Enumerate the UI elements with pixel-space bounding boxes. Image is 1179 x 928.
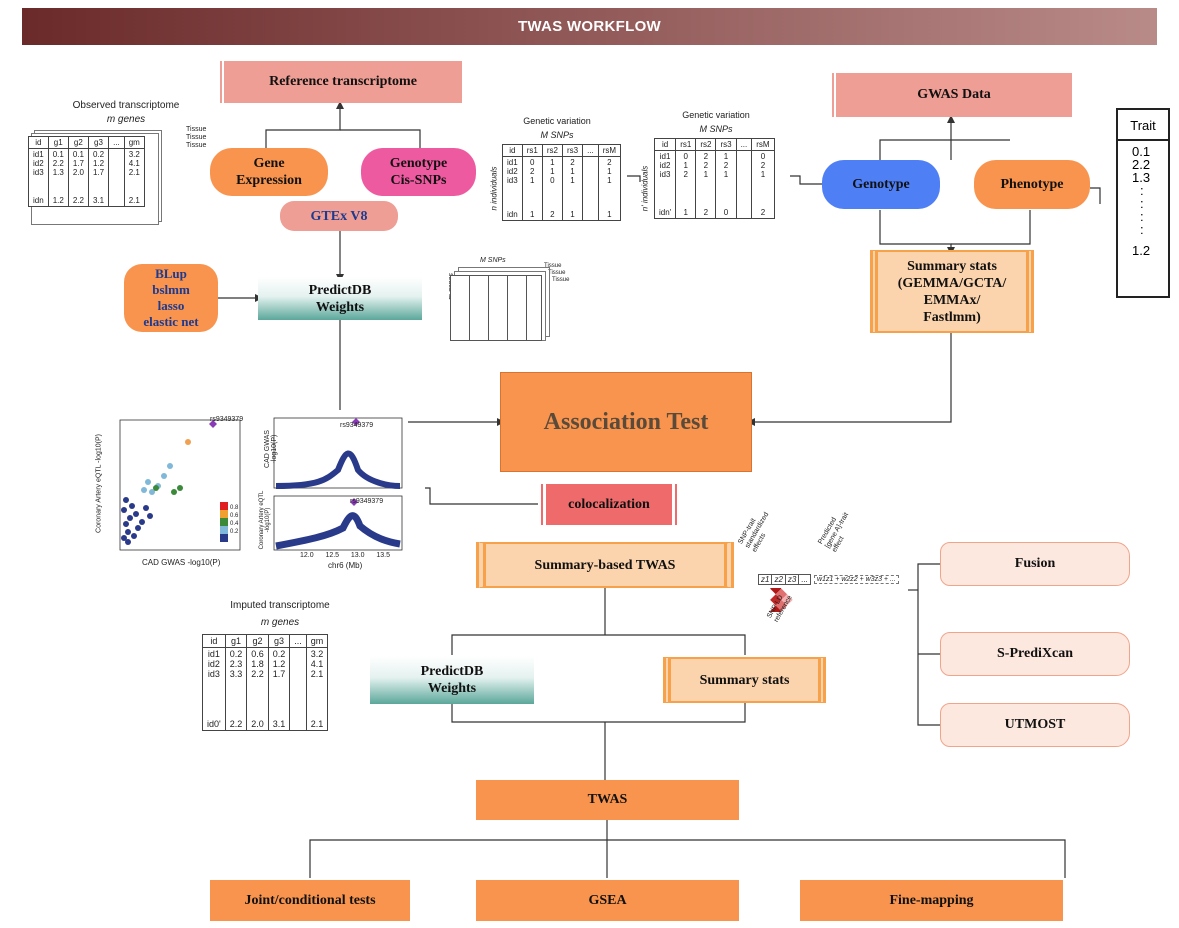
imputed-title: Imputed transcriptome xyxy=(230,600,330,611)
gwas-locus-points xyxy=(275,450,401,489)
joint-conditional-tests-box: Joint/conditional tests xyxy=(210,880,410,921)
gwas-frame xyxy=(273,417,403,489)
gwas-snp-label: rs9349379 xyxy=(340,422,374,429)
imputed-sub: m genes xyxy=(260,617,300,628)
coloc-plot-svg xyxy=(119,417,403,551)
scatter-points-mid xyxy=(141,463,173,495)
workflow-banner: TWAS WORKFLOW xyxy=(22,8,1157,45)
sumstat-formula: w1z1 + w2z2 + w3z3 + ... xyxy=(814,575,899,584)
gv-left-title: Genetic variation xyxy=(523,116,591,126)
phenotype-node: Phenotype xyxy=(974,160,1090,209)
lead-snp-marker xyxy=(209,420,217,428)
observed-title: Observed transcriptome xyxy=(72,100,180,111)
eqtl-lead-marker xyxy=(350,498,358,506)
fusion-node: Fusion xyxy=(940,542,1130,586)
scatter-points xyxy=(121,497,153,545)
sumstat-figure: SNP-trait standardized effects Predicted… xyxy=(737,511,908,646)
gv-left-sub: M SNPs xyxy=(540,130,574,140)
gene-expression-node: Gene Expression xyxy=(210,148,328,196)
trait-header: Trait xyxy=(1118,110,1168,141)
eqtl-snp-label: rs9349379 xyxy=(350,498,384,505)
observed-sub: m genes xyxy=(106,114,146,125)
genetic-variation-right: Genetic variation M SNPs n' individuals … xyxy=(640,108,790,238)
scatter-points-high xyxy=(153,485,183,495)
gwas-lead-marker xyxy=(352,418,360,426)
banner-title: TWAS WORKFLOW xyxy=(517,18,662,35)
scatter-point-orange xyxy=(185,439,191,445)
weights-sub: M SNPs xyxy=(480,257,506,264)
eqtl-locus-points xyxy=(275,512,401,550)
eqtl-frame xyxy=(273,495,403,551)
predictdb-weights-top: PredictDB Weights xyxy=(258,277,422,320)
scatter-xlabel: CAD GWAS -log10(P) xyxy=(142,558,221,567)
summary-based-twas-box: Summary-based TWAS xyxy=(476,542,734,588)
gv-right-title: Genetic variation xyxy=(682,110,750,120)
fine-mapping-box: Fine-mapping xyxy=(800,880,1063,921)
gtex-node: GTEx V8 xyxy=(280,201,398,231)
scatter-frame xyxy=(119,419,241,551)
gsea-box: GSEA xyxy=(476,880,739,921)
twas-box: TWAS xyxy=(476,780,739,820)
gv-right-sub: M SNPs xyxy=(699,124,733,134)
scatter-ylabel: Coronary Artery eQTL -log10(P) xyxy=(95,434,103,533)
utmost-node: UTMOST xyxy=(940,703,1130,747)
ld-heatmap xyxy=(770,588,793,612)
weights-matrix-grid xyxy=(450,275,542,341)
summary-stats-bottom: Summary stats xyxy=(663,657,826,703)
scatter-snp-label: rs9349379 xyxy=(210,416,244,423)
genetic-variation-left: Genetic variation M SNPs n individuals i… xyxy=(490,112,624,238)
eqtl-ylabel: Coronary Artery eQTL -log10(P) xyxy=(259,490,271,550)
s-predixcan-node: S-PrediXcan xyxy=(940,632,1130,676)
genotype-cis-snps-node: Genotype Cis-SNPs xyxy=(361,148,476,196)
gv-left-side: n individuals xyxy=(489,166,499,211)
ld-legend xyxy=(220,502,228,542)
gwas-ylabel: CAD GWAS -log10(P) xyxy=(264,430,278,468)
genotype-node: Genotype xyxy=(822,160,940,209)
reference-transcriptome-box: Reference transcriptome xyxy=(218,61,462,103)
gwas-data-box: GWAS Data xyxy=(830,73,1072,117)
locus-xlabel: chr6 (Mb) xyxy=(328,561,363,570)
colocalization-box: colocalization xyxy=(538,484,680,525)
gv-right-side: n' individuals xyxy=(640,165,650,212)
association-test-box: Association Test xyxy=(500,372,752,472)
summary-stats-top: Summary stats (GEMMA/GCTA/ EMMAx/ Fastlm… xyxy=(870,250,1034,333)
predictdb-weights-bottom: PredictDB Weights xyxy=(370,656,534,704)
